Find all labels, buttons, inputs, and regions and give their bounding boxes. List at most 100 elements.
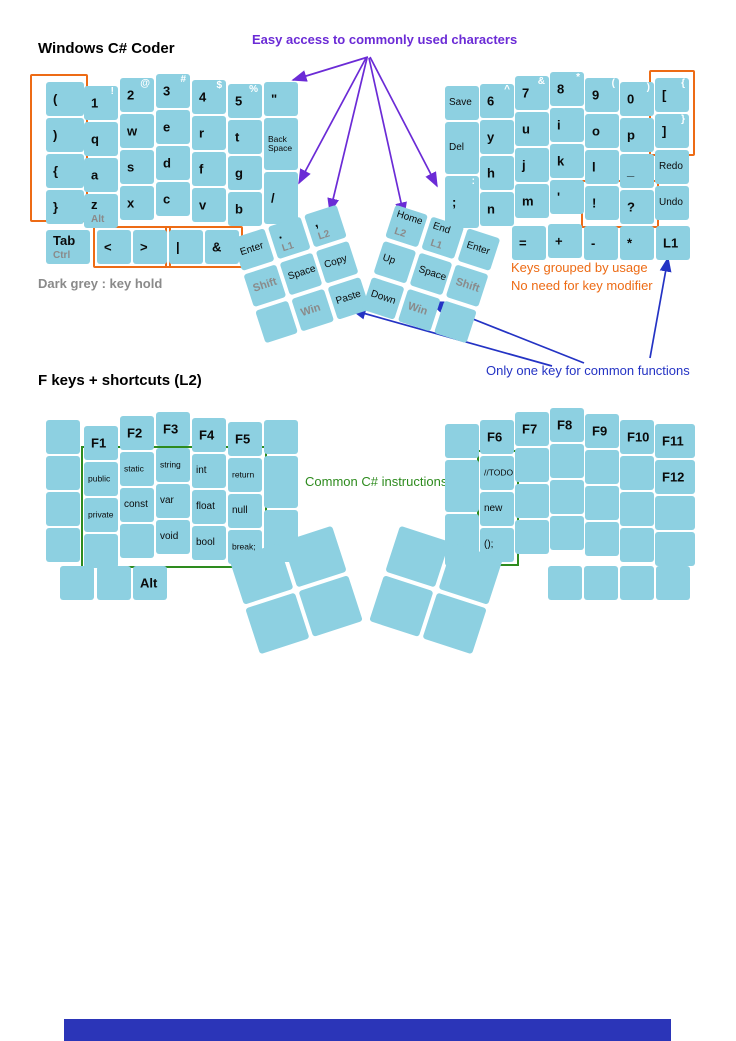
key-shift-label: # [180,74,186,85]
key-q: q [84,122,118,156]
key-up: Up [373,240,417,284]
key-shift-label: : [471,176,475,187]
key-main-label: ; [452,194,457,210]
key-main-label: u [522,121,530,137]
key-main-label: ? [627,199,635,215]
key-main-label: - [591,235,596,251]
key-hold-label: L1 [428,237,444,252]
key-main-label: d [163,155,171,171]
annotation-csharp-instructions: Common C# instructions [305,474,448,489]
key-main-label: w [127,123,138,139]
key-blank [422,592,487,655]
key-void: void [156,520,190,554]
key-small-label: float [196,500,215,512]
key-x: x [120,186,154,220]
key-shift-label: ( [611,78,615,89]
key-new: new [480,492,514,526]
key-blank [620,566,654,600]
key-main-label: _ [627,163,635,179]
key-7: &7 [515,76,549,110]
key-main-label: x [127,195,135,211]
key-blank [46,420,80,454]
key-main-label: k [557,153,565,169]
key-hold-label: Win [299,301,323,320]
key-main-label: | [176,239,180,255]
key-asterisk: * [620,226,654,260]
key-small-label: string [160,459,181,470]
annotation-key-hold: Dark grey : key hold [38,276,163,291]
key-f5: F5 [228,422,262,456]
key-main-label: l [592,159,596,175]
key-small-label: Paste [334,288,363,307]
key-main-label: F9 [592,423,608,439]
key-v: v [192,188,226,222]
key-f2: F2 [120,416,154,450]
key-main-label: [ [662,87,667,103]
key-less-than: < [97,230,131,264]
key-blank [369,575,434,637]
key-main-label: 3 [163,83,171,99]
key-main-label: F12 [662,469,685,485]
key-blank [433,300,477,344]
key-space: Space [409,252,453,296]
key-blank [620,492,654,526]
key-main-label: z [91,197,98,212]
key-l1: L1 [656,226,690,260]
key-open-brace: { [46,154,84,188]
key-n: n [480,192,514,226]
key-main-label: ! [592,195,597,211]
key-blank [550,516,584,550]
key-blank [298,575,363,637]
key-main-label: p [627,127,635,143]
key-small-label: return [232,469,255,480]
key-hold-label: L2 [392,225,408,240]
key-main-label: F3 [163,421,179,437]
key-small-label: const [124,498,148,510]
key-w: w [120,114,154,148]
key-blank [445,424,479,458]
key-close-paren: ) [46,118,84,152]
key-blank [655,496,695,530]
key-f1: F1 [84,426,118,460]
layer1-title: Windows C# Coder [38,40,175,57]
key-hold-label: Shift [251,275,279,295]
key-g: g [228,156,262,190]
key-f: f [192,152,226,186]
key-f9: F9 [585,414,619,448]
key-main-label: ) [53,127,58,143]
key-quote: " [264,82,298,116]
key-f11: F11 [655,424,695,458]
key-main-label: & [212,239,222,255]
key-9: (9 [585,78,619,112]
key-small-label: static [124,463,144,474]
key-small-label: Save [449,96,472,108]
key-main-label: F2 [127,425,143,441]
key-d: d [156,146,190,180]
key-shift-label: * [576,72,580,83]
key-main-label: 0 [627,91,635,107]
key-public: public [84,462,118,496]
key-blank [584,566,618,600]
key-small-label: Space [417,264,448,284]
key-f12: F12 [655,460,695,494]
key-main-label: y [487,129,495,145]
key-f10: F10 [620,420,654,454]
key-shift-label: ^ [504,84,510,95]
key-shift-label: } [681,114,685,125]
key-main-label: r [199,125,205,141]
key-small-label: new [484,502,503,514]
key-small-label: var [160,494,174,506]
key-del: Del [445,122,479,174]
key-small-label: (); [484,538,494,550]
key-main-label: F1 [91,435,107,451]
key-redo: Redo [655,150,689,184]
key-blank [656,566,690,600]
key-blank [46,492,80,526]
key-f7: F7 [515,412,549,446]
key-0: )0 [620,82,654,116]
key-main-label: ] [662,123,667,139]
key-main-label: Tab [53,233,76,248]
key-main-label: a [91,167,99,183]
key-main-label: F4 [199,427,215,443]
key-greater-than: > [133,230,167,264]
